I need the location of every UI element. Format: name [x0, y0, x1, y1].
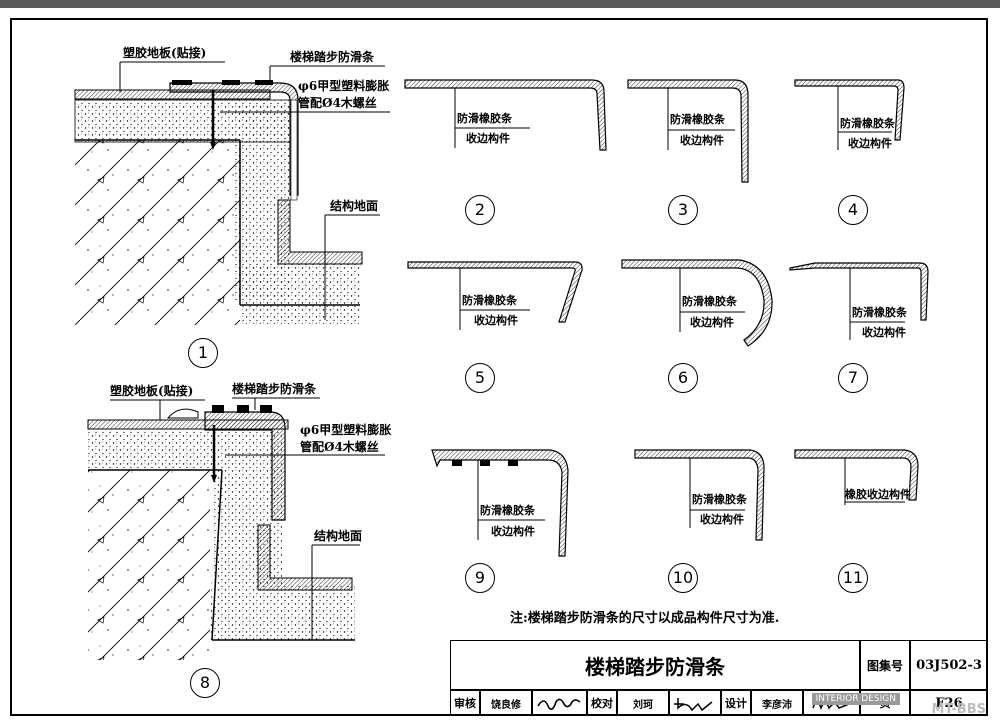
- profile-7-number: 7: [838, 363, 868, 393]
- detail-8-anchor-label-2: 管配Ø4木螺丝: [300, 440, 379, 454]
- detail-1-floor-label: 塑胶地板(贴接): [123, 46, 207, 60]
- detail-1-anchor-label-1: φ6甲型塑料膨胀: [298, 79, 390, 93]
- profile-3-bottom-label: 收边构件: [680, 134, 724, 147]
- profile-6-drawing: [621, 259, 773, 347]
- profile-6-number: 6: [668, 363, 698, 393]
- detail-1-number: 1: [188, 338, 218, 368]
- detail-8-anchor-label-1: φ6甲型塑料膨胀: [300, 423, 392, 437]
- reviewer-name: 饶良修: [480, 690, 532, 716]
- detail-1-section: [74, 61, 390, 325]
- profile-9-number: 9: [465, 563, 495, 593]
- profile-10-top-label: 防滑橡胶条: [692, 493, 747, 506]
- profile-7-bottom-label: 收边构件: [862, 326, 906, 339]
- profile-4-number: 4: [838, 195, 868, 225]
- watermark: MT-BBS: [931, 702, 986, 717]
- profile-3-drawing: [627, 79, 749, 183]
- drawing-title: 楼梯踏步防滑条: [450, 640, 860, 690]
- profile-11-drawing: [794, 449, 919, 505]
- profile-4-bottom-label: 收边构件: [848, 137, 892, 150]
- profile-2-number: 2: [465, 195, 495, 225]
- profile-2-bottom-label: 收边构件: [466, 132, 510, 145]
- profile-9-top-label: 防滑橡胶条: [480, 504, 535, 517]
- profile-3-top-label: 防滑橡胶条: [670, 113, 725, 126]
- designer-name: 李彦沛: [751, 690, 803, 716]
- profile-11-label: 橡胶收边构件: [845, 488, 911, 501]
- checker-signature-icon: [674, 698, 713, 712]
- profile-5-drawing: [407, 261, 583, 330]
- detail-1-anchor-label-2: 管配Ø4木螺丝: [298, 96, 377, 110]
- top-bar: [0, 0, 1000, 8]
- profile-6-top-label: 防滑橡胶条: [682, 295, 737, 308]
- watermark-badge: INTERIOR DESIGN: [811, 693, 900, 705]
- profile-2-drawing: [404, 79, 607, 151]
- reviewer-signature-icon: [536, 698, 580, 710]
- profile-3-number: 3: [668, 195, 698, 225]
- detail-8-struct-label: 结构地面: [314, 529, 363, 543]
- title-block: 楼梯踏步防滑条 图集号 03J502-3 审核 饶良修 校对 刘珂 设计 李彦沛…: [450, 640, 988, 716]
- reviewer-signature: [532, 690, 587, 716]
- profile-7-drawing: [789, 262, 929, 340]
- atlas-label: 图集号: [860, 640, 910, 690]
- profile-5-top-label: 防滑橡胶条: [462, 294, 517, 307]
- profile-7-top-label: 防滑橡胶条: [852, 306, 907, 319]
- profile-5-bottom-label: 收边构件: [474, 314, 518, 327]
- profile-10-number: 10: [668, 563, 698, 593]
- detail-1-struct-label: 结构地面: [330, 199, 379, 213]
- detail-8-section: [87, 397, 385, 660]
- detail-8-floor-label: 塑胶地板(贴接): [110, 384, 194, 398]
- detail-8-strip-label: 楼梯踏步防滑条: [232, 382, 317, 396]
- profile-9-bottom-label: 收边构件: [491, 525, 535, 538]
- checker-name: 刘珂: [617, 690, 669, 716]
- profile-11-number: 11: [838, 563, 868, 593]
- atlas-number: 03J502-3: [910, 640, 988, 690]
- checker-signature: [669, 690, 721, 716]
- profile-5-number: 5: [465, 363, 495, 393]
- detail-8-number: 8: [190, 668, 220, 698]
- detail-1-strip-label: 楼梯踏步防滑条: [290, 50, 375, 64]
- profile-10-bottom-label: 收边构件: [700, 513, 744, 526]
- profile-4-drawing: [794, 79, 905, 150]
- profile-9-drawing: [431, 449, 569, 557]
- profile-2-top-label: 防滑橡胶条: [457, 112, 512, 125]
- profile-4-top-label: 防滑橡胶条: [840, 117, 895, 130]
- profile-6-bottom-label: 收边构件: [690, 316, 734, 329]
- profile-10-drawing: [634, 449, 765, 541]
- drawing-note: 注:楼梯踏步防滑条的尺寸以成品构件尺寸为准.: [510, 611, 780, 626]
- check-label: 校对: [587, 690, 617, 716]
- page-number: F26: [910, 690, 988, 716]
- review-label: 审核: [450, 690, 480, 716]
- design-label: 设计: [721, 690, 751, 716]
